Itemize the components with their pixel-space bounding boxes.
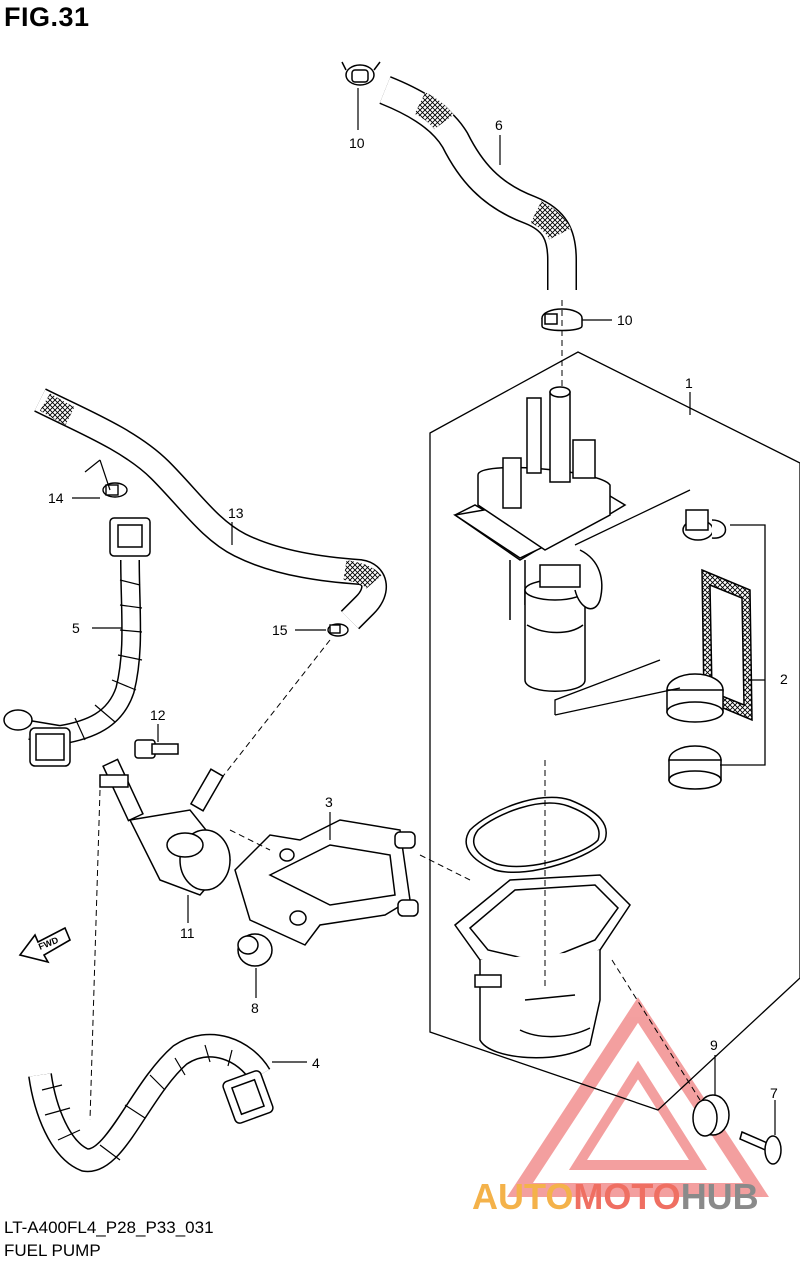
watermark-moto: MOTO — [573, 1176, 681, 1217]
connector-5-top — [109, 517, 151, 557]
bracket-2 — [554, 489, 766, 766]
callout-10-mid: 10 — [617, 312, 633, 328]
part-2-holder — [666, 673, 724, 790]
watermark-logo: AUTOMOTOHUB — [472, 1176, 759, 1218]
hose-6 — [379, 76, 577, 290]
clamp-15 — [327, 623, 349, 637]
assembly-box — [429, 351, 800, 1111]
watermark-triangle — [507, 997, 769, 1197]
connector-4 — [222, 1070, 274, 1124]
callout-13: 13 — [228, 505, 244, 521]
clamp-14 — [102, 482, 128, 498]
callout-14: 14 — [48, 490, 64, 506]
callout-labels: 10 6 10 1 2 14 13 5 15 12 3 11 8 4 9 7 — [48, 117, 788, 1101]
bolt-12 — [134, 739, 179, 759]
figure-title: FIG.31 — [4, 2, 90, 32]
watermark-auto: AUTO — [472, 1176, 574, 1217]
dashed-lines — [89, 300, 701, 1121]
callout-11: 11 — [180, 925, 195, 941]
connector-5-bottom — [3, 709, 71, 767]
harness-5 — [28, 559, 143, 746]
grommet-8 — [237, 933, 273, 967]
figure-name: FUEL PUMP — [4, 1241, 101, 1260]
harness-4 — [28, 1033, 271, 1173]
clamp-10-top — [341, 61, 381, 86]
watermark-hub: HUB — [680, 1176, 759, 1217]
callout-4: 4 — [312, 1055, 320, 1071]
callout-15: 15 — [272, 622, 288, 638]
hose-13 — [34, 388, 387, 630]
fuel-pump-case — [453, 874, 631, 1059]
callout-1: 1 — [685, 375, 693, 391]
bolt-7 — [739, 1130, 782, 1165]
callout-10-top: 10 — [349, 135, 365, 151]
figure-code: LT-A400FL4_P28_P33_031 — [4, 1218, 214, 1237]
fuel-pump-assembly — [453, 386, 627, 692]
grommet-9 — [692, 1094, 730, 1137]
callout-12: 12 — [150, 707, 166, 723]
bracket-3 — [234, 819, 419, 946]
callout-2: 2 — [780, 671, 788, 687]
fwd-arrow-icon — [18, 926, 72, 964]
o-ring — [465, 796, 607, 874]
part-2-top-seal — [682, 509, 727, 541]
callout-9: 9 — [710, 1037, 718, 1053]
fuel-valve-11 — [99, 758, 231, 896]
callout-5: 5 — [72, 620, 80, 636]
callout-8: 8 — [251, 1000, 259, 1016]
leader-lines — [72, 88, 776, 1135]
callout-7: 7 — [770, 1085, 778, 1101]
callout-6: 6 — [495, 117, 503, 133]
callout-3: 3 — [325, 794, 333, 810]
